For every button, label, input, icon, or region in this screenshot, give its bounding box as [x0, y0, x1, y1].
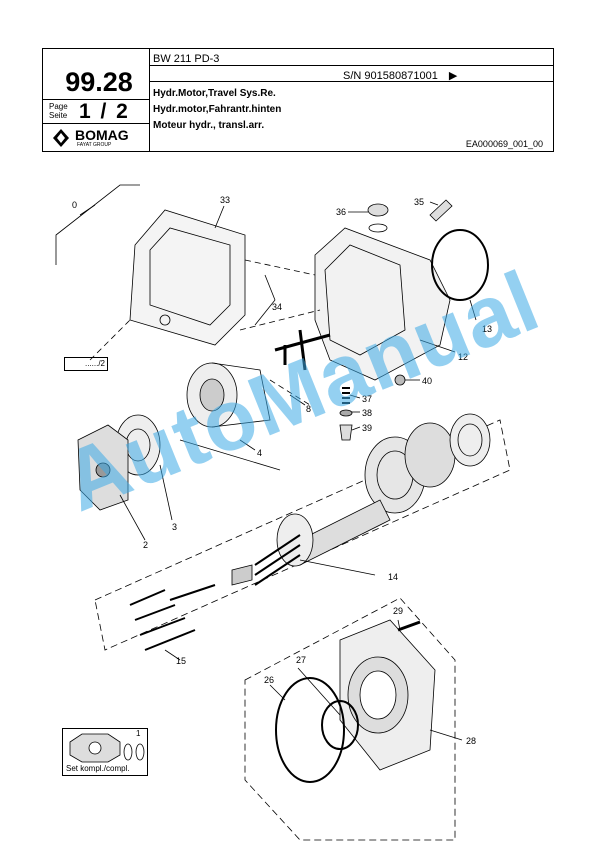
bomag-diamond-icon — [53, 129, 69, 147]
group-bracket — [55, 184, 140, 265]
page-label-de: Seite — [49, 111, 68, 120]
part-titles: Hydr.Motor,Travel Sys.Re. Hydr.motor,Fah… — [153, 86, 281, 134]
document-id: EA000069_001_00 — [465, 139, 543, 149]
callout-4: 4 — [257, 448, 262, 458]
callout-40: 40 — [422, 376, 432, 386]
bomag-logo: BOMAG FAYAT GROUP — [51, 127, 151, 149]
reference-box: ....../2 — [64, 357, 108, 371]
title-english: Hydr.Motor,Travel Sys.Re. — [153, 88, 276, 99]
callout-34: 34 — [272, 302, 282, 312]
seal-kit-number: 1 — [136, 729, 141, 738]
flange-group-outline — [244, 597, 456, 841]
brand-subtitle: FAYAT GROUP — [77, 142, 112, 148]
callout-29: 29 — [393, 606, 403, 616]
page-label: Page Seite — [49, 102, 68, 120]
serial-number: S/N 901580871001 ▶ — [343, 69, 457, 82]
callout-33: 33 — [220, 195, 230, 205]
callout-8: 8 — [306, 404, 311, 414]
brand-name: BOMAG — [75, 127, 129, 143]
callout-28: 28 — [466, 736, 476, 746]
callout-13: 13 — [482, 324, 492, 334]
callout-2: 2 — [143, 540, 148, 550]
callout-3: 3 — [172, 522, 177, 532]
page-number: 1 / 2 — [79, 100, 130, 123]
callout-26: 26 — [264, 675, 274, 685]
serial-text: S/N 901580871001 — [343, 70, 438, 82]
motor-housing — [314, 227, 451, 381]
seal-ring — [275, 677, 345, 783]
callout-15: 15 — [176, 656, 186, 666]
callout-27: 27 — [296, 655, 306, 665]
callout-35: 35 — [414, 197, 424, 207]
section-number: 99.28 — [65, 67, 133, 97]
callout-12: 12 — [458, 352, 468, 362]
callout-38: 38 — [362, 408, 372, 418]
title-french: Moteur hydr., transl.arr. — [153, 120, 265, 131]
pump-housing — [129, 209, 246, 346]
callout-36: 36 — [336, 207, 346, 217]
title-block: BW 211 PD-3 S/N 901580871001 ▶ 99.28 Pag… — [42, 48, 554, 152]
callout-39: 39 — [362, 423, 372, 433]
seal-kit-box — [62, 728, 148, 776]
o-ring — [431, 229, 489, 301]
callout-37: 37 — [362, 394, 372, 404]
model-name: BW 211 PD-3 — [153, 53, 220, 65]
seal-kit-label: Set kompl./compl. — [66, 764, 130, 773]
serial-arrow-icon: ▶ — [448, 70, 458, 82]
callout-0: 0 — [72, 200, 77, 210]
seal-kit-icon — [69, 733, 145, 763]
title-german: Hydr.motor,Fahrantr.hinten — [153, 104, 282, 115]
page-label-en: Page — [49, 102, 68, 111]
callout-14: 14 — [388, 572, 398, 582]
